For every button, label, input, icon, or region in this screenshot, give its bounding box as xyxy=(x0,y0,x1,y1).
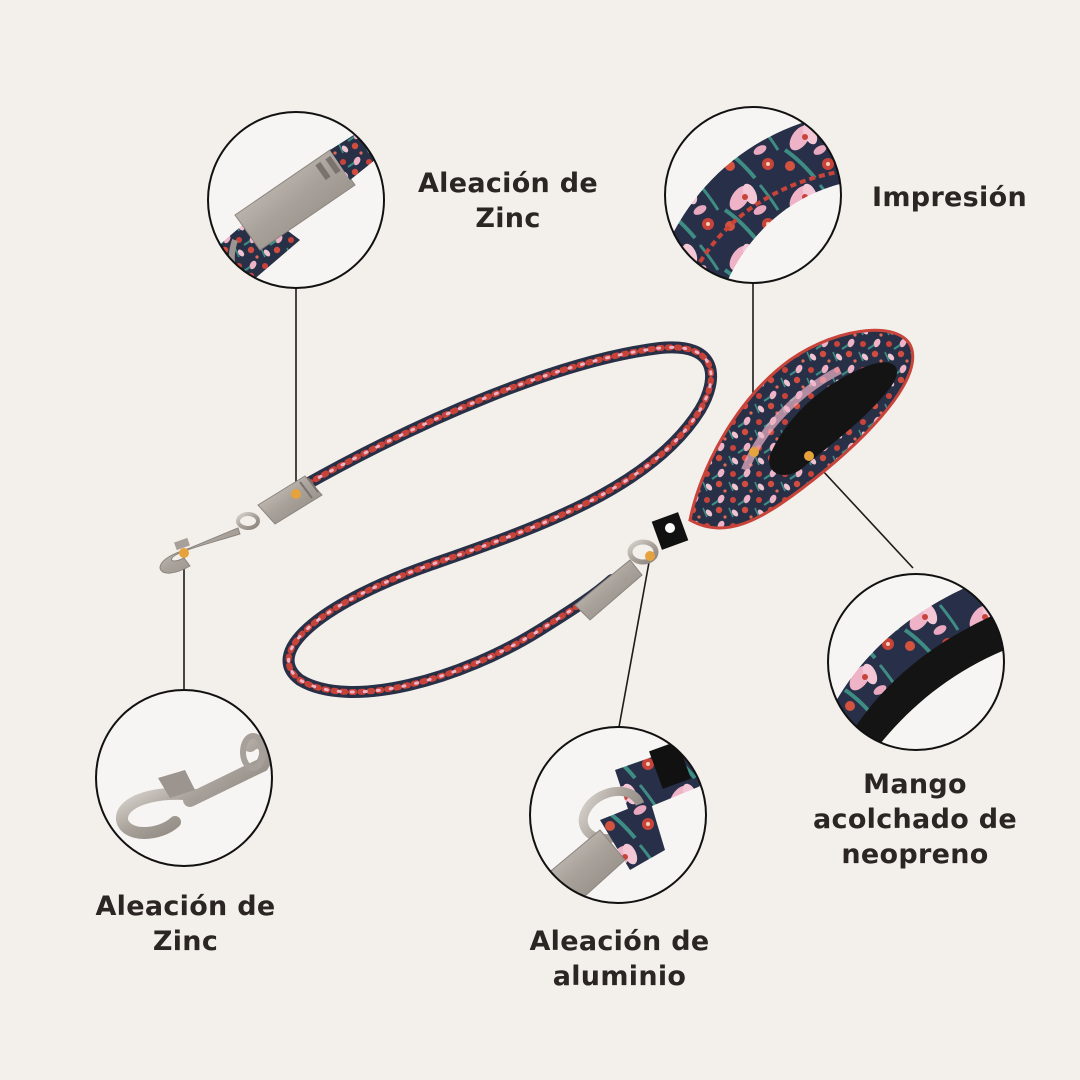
detail-circle-aluminio xyxy=(529,726,707,904)
marker-zinc-bottom xyxy=(179,548,189,558)
marker-impresion xyxy=(749,447,759,457)
leash xyxy=(159,328,915,698)
detail-circle-impresion xyxy=(664,106,842,284)
label-zinc-top: Aleación de Zinc xyxy=(417,168,599,234)
detail-circle-mango xyxy=(827,573,1005,751)
detail-circle-zinc-bottom xyxy=(95,689,273,867)
label-impresion: Impresión xyxy=(872,182,1027,213)
label-mango: Mango acolchado de neopreno xyxy=(813,769,1017,870)
leash-handle xyxy=(688,328,915,530)
leader-line-aluminio xyxy=(618,556,651,728)
marker-mango xyxy=(804,451,814,461)
d-ring xyxy=(627,539,659,565)
label-zinc-bottom: Aleación de Zinc xyxy=(95,891,276,957)
marker-aluminio xyxy=(645,551,655,561)
marker-zinc-top xyxy=(291,489,301,499)
leader-line-mango xyxy=(808,455,914,569)
callout-markers xyxy=(179,447,814,561)
label-aluminio: Aleación de aluminio xyxy=(529,926,710,992)
snap-hook xyxy=(159,527,241,574)
detail-circle-zinc-top xyxy=(207,111,385,289)
zinc-ferrule xyxy=(257,475,323,525)
leash-rope xyxy=(282,341,717,698)
aluminium-ferrule xyxy=(574,559,643,621)
